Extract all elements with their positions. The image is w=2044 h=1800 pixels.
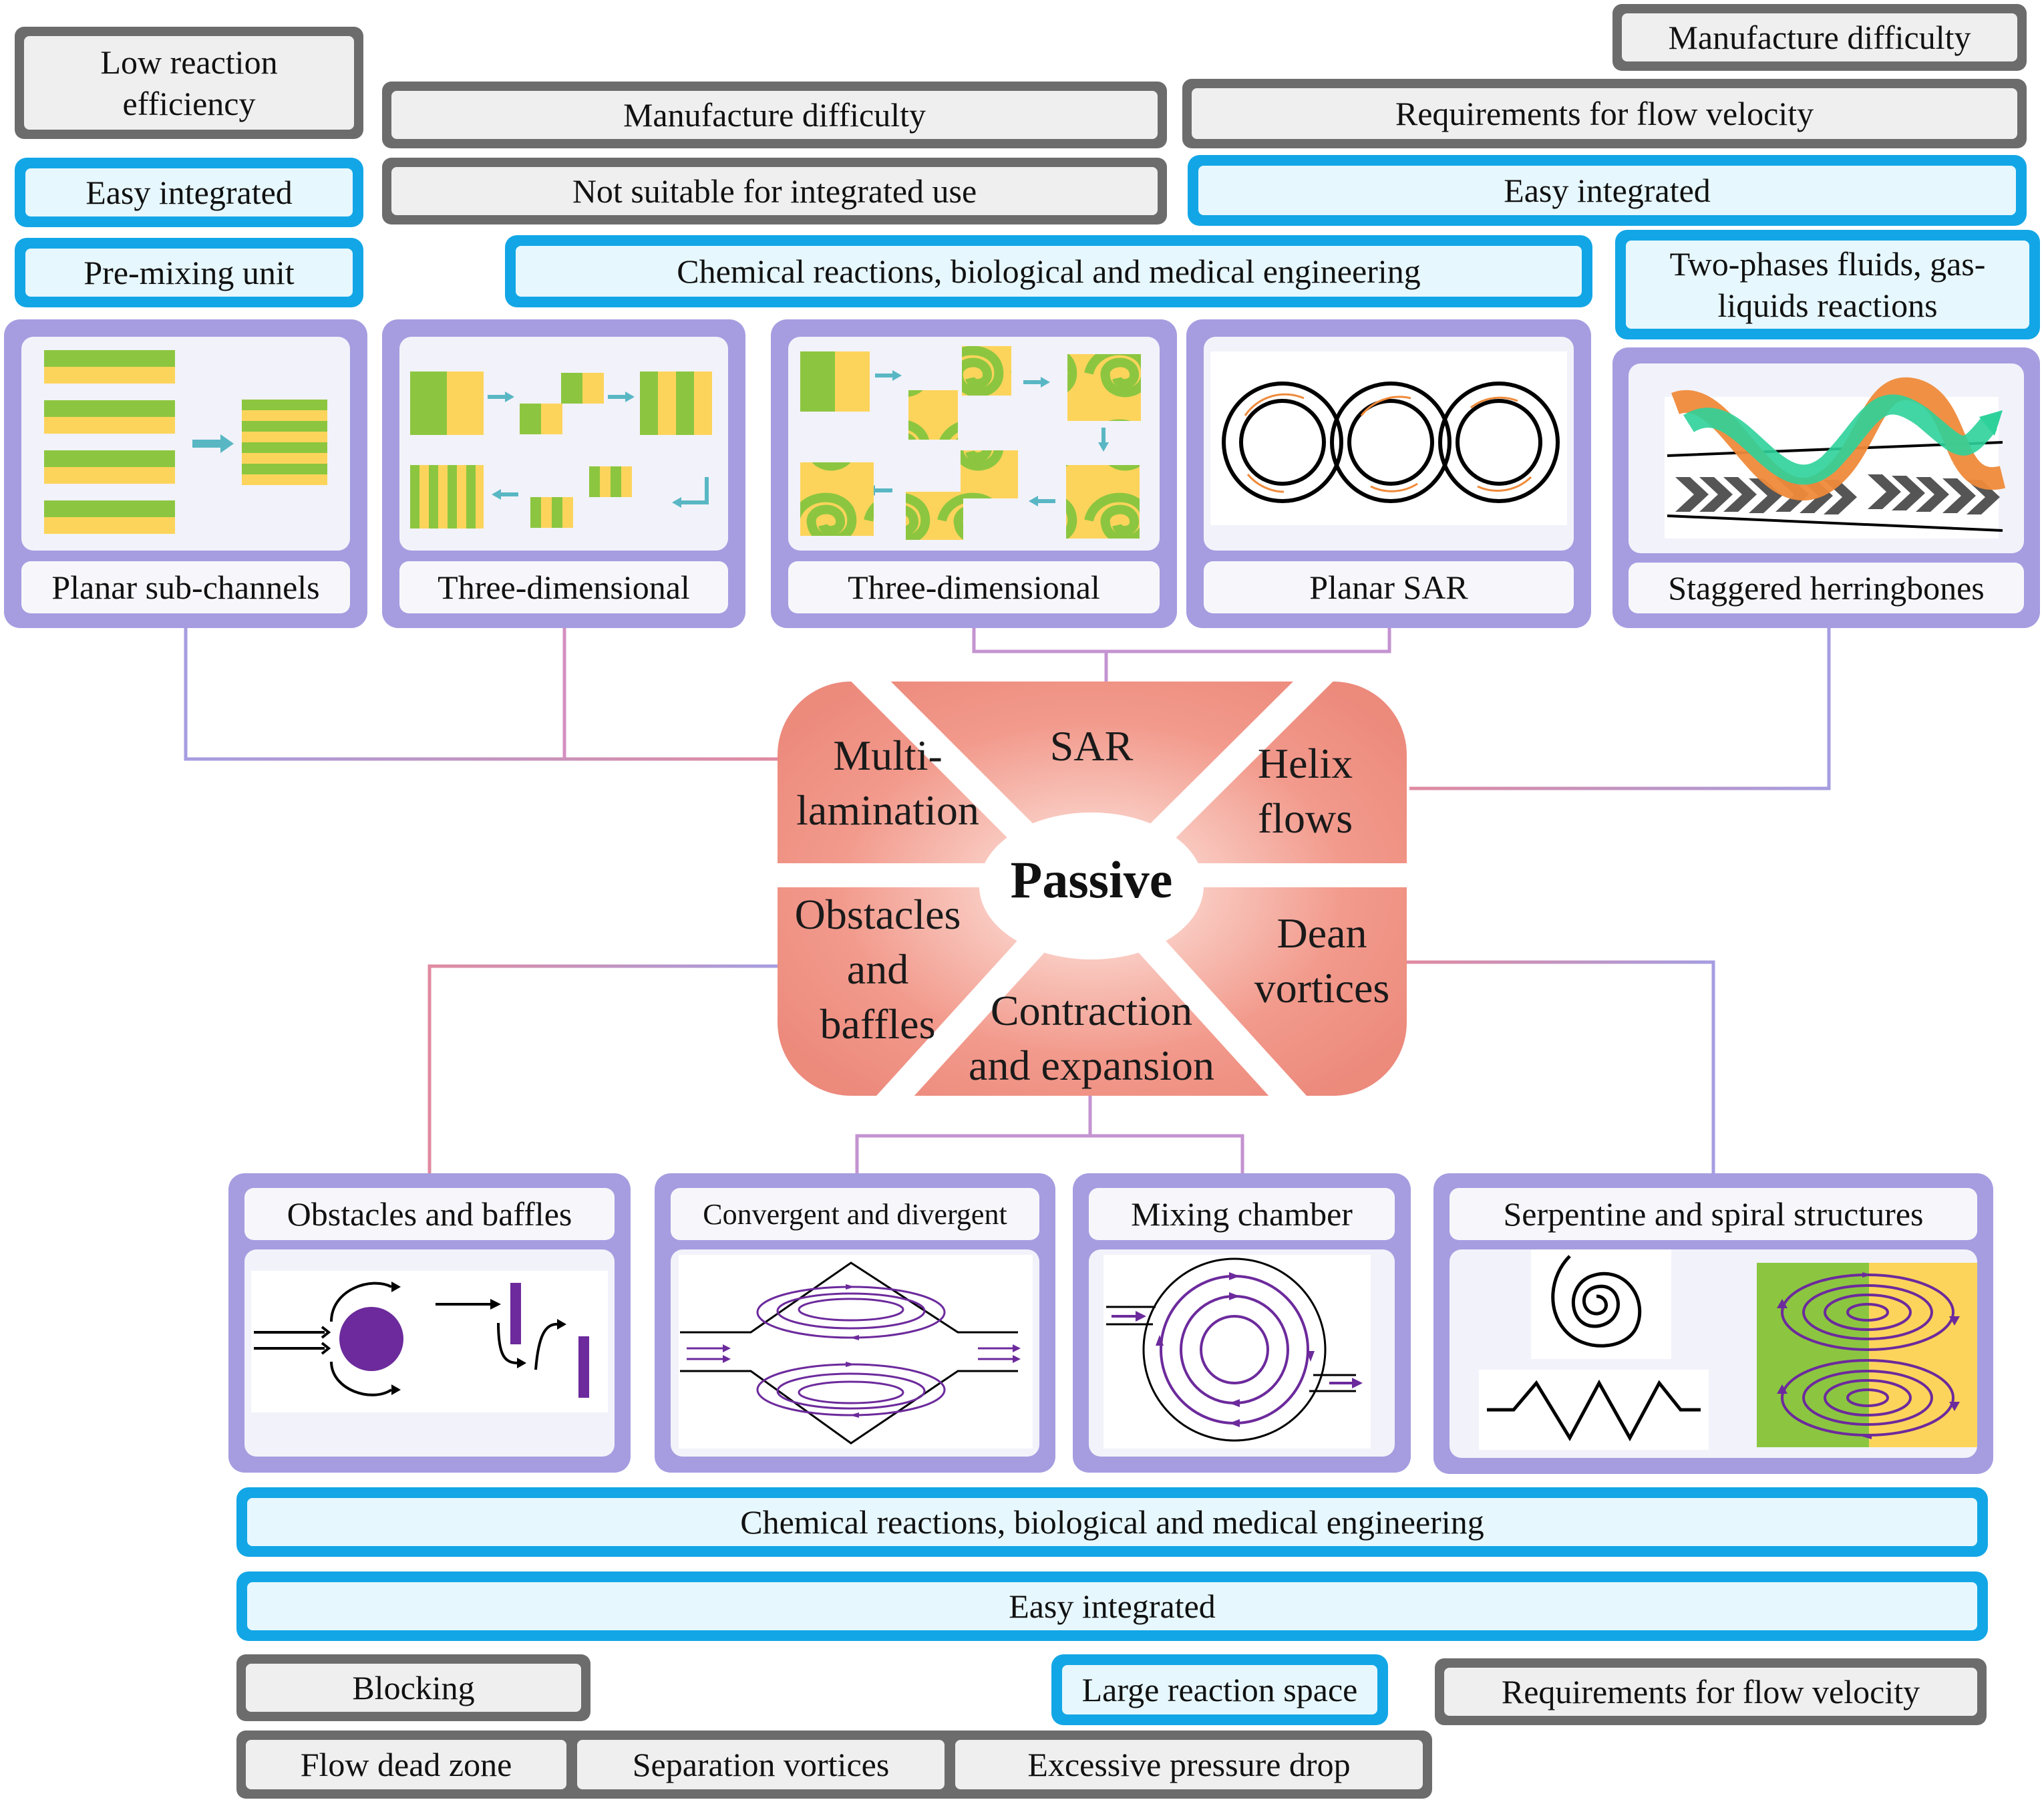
tag-easy-integrated-left: Easy integrated xyxy=(15,158,363,227)
line-herringbones xyxy=(1409,628,1831,790)
panel-label: Mixing chamber xyxy=(1089,1188,1395,1240)
panel-label: Staggered herringbones xyxy=(1629,563,2024,613)
sector-sar: SAR xyxy=(1049,722,1134,770)
sector-helix-flows: Helix flows xyxy=(1257,740,1353,842)
passive-sector-shapes xyxy=(778,682,1407,1096)
tag-easy-integrated-bottom: Easy integrated xyxy=(236,1571,1988,1641)
serpentine-spiral-illustration xyxy=(1450,1249,1977,1458)
herringbones-illustration xyxy=(1629,363,2024,553)
panel-obstacles-and-baffles: Obstacles and baffles xyxy=(228,1173,631,1473)
tag-manufacture-difficulty-mid: Manufacture difficulty xyxy=(382,82,1167,148)
panel-mixing-chamber: Mixing chamber xyxy=(1073,1173,1411,1473)
passive-title: Passive xyxy=(1010,851,1173,909)
panel-label: Three-dimensional xyxy=(399,561,728,613)
panel-label: Convergent and divergent xyxy=(671,1188,1039,1240)
line-dean xyxy=(1407,960,1715,1177)
three-dimensional-a-illustration xyxy=(399,337,728,551)
tag-requirements-flow-velocity-bottom: Requirements for flow velocity xyxy=(1435,1658,1987,1725)
tag-chemical-reactions-bottom: Chemical reactions, biological and medic… xyxy=(236,1487,1988,1557)
panel-label: Obstacles and baffles xyxy=(244,1188,615,1240)
three-dimensional-b-illustration xyxy=(788,337,1160,551)
panel-label: Serpentine and spiral structures xyxy=(1450,1188,1977,1240)
tag-easy-integrated-right: Easy integrated xyxy=(1188,155,2027,226)
sector-contraction-expansion: Contraction and expansion xyxy=(969,987,1214,1089)
tag-two-phases-fluids: Two-phases fluids, gas- liquids reaction… xyxy=(1615,230,2040,339)
panel-staggered-herringbones: Staggered herringbones xyxy=(1612,347,2040,628)
tag-pre-mixing-unit: Pre-mixing unit xyxy=(15,238,363,307)
tag-large-reaction-space: Large reaction space xyxy=(1051,1654,1388,1725)
sector-multi-lamination: Multi- lamination xyxy=(796,732,979,834)
panel-planar-sub-channels: Planar sub-channels xyxy=(4,319,367,628)
passive-center-diagram: Multi- lamination SAR Helix flows Obstac… xyxy=(778,682,1407,1096)
line-contraction xyxy=(855,1096,1244,1177)
obstacles-illustration xyxy=(244,1249,615,1457)
tag-requirements-flow-velocity-top: Requirements for flow velocity xyxy=(1182,79,2027,148)
tag-excessive-pressure-drop: Excessive pressure drop xyxy=(955,1740,1423,1789)
line-planar-subchannels xyxy=(184,628,785,761)
planar-subchannels-illustration xyxy=(21,337,350,551)
sector-obstacles-baffles: Obstacles and baffles xyxy=(794,891,961,1048)
tag-flow-dead-zone: Flow dead zone xyxy=(246,1740,566,1789)
line-sar-branch xyxy=(972,628,1391,653)
tag-low-reaction-efficiency: Low reaction efficiency xyxy=(15,27,363,139)
panel-planar-sar: Planar SAR xyxy=(1186,319,1591,628)
tag-separation-vortices: Separation vortices xyxy=(577,1740,945,1789)
mixing-chamber-illustration xyxy=(1089,1249,1395,1457)
convergent-divergent-illustration xyxy=(671,1249,1039,1457)
tag-chemical-reactions-top: Chemical reactions, biological and medic… xyxy=(505,235,1592,307)
tag-blocking: Blocking xyxy=(236,1654,590,1721)
sector-dean-vortices: Dean vortices xyxy=(1254,909,1390,1012)
tag-not-suitable-integrated: Not suitable for integrated use xyxy=(382,158,1167,224)
tag-group-drawbacks: Flow dead zone Separation vortices Exces… xyxy=(236,1731,1432,1799)
panel-label: Planar SAR xyxy=(1204,561,1574,613)
panel-label: Three-dimensional xyxy=(788,561,1160,613)
panel-three-dimensional-b: Three-dimensional xyxy=(771,319,1177,628)
panel-label: Planar sub-channels xyxy=(21,561,350,613)
panel-convergent-and-divergent: Convergent and divergent xyxy=(655,1173,1055,1473)
planar-sar-illustration xyxy=(1204,337,1574,551)
panel-three-dimensional-a: Three-dimensional xyxy=(382,319,745,628)
tag-manufacture-difficulty-right: Manufacture difficulty xyxy=(1612,4,2027,71)
line-obstacles xyxy=(428,964,782,1177)
panel-serpentine-spiral: Serpentine and spiral structures xyxy=(1433,1173,1993,1474)
